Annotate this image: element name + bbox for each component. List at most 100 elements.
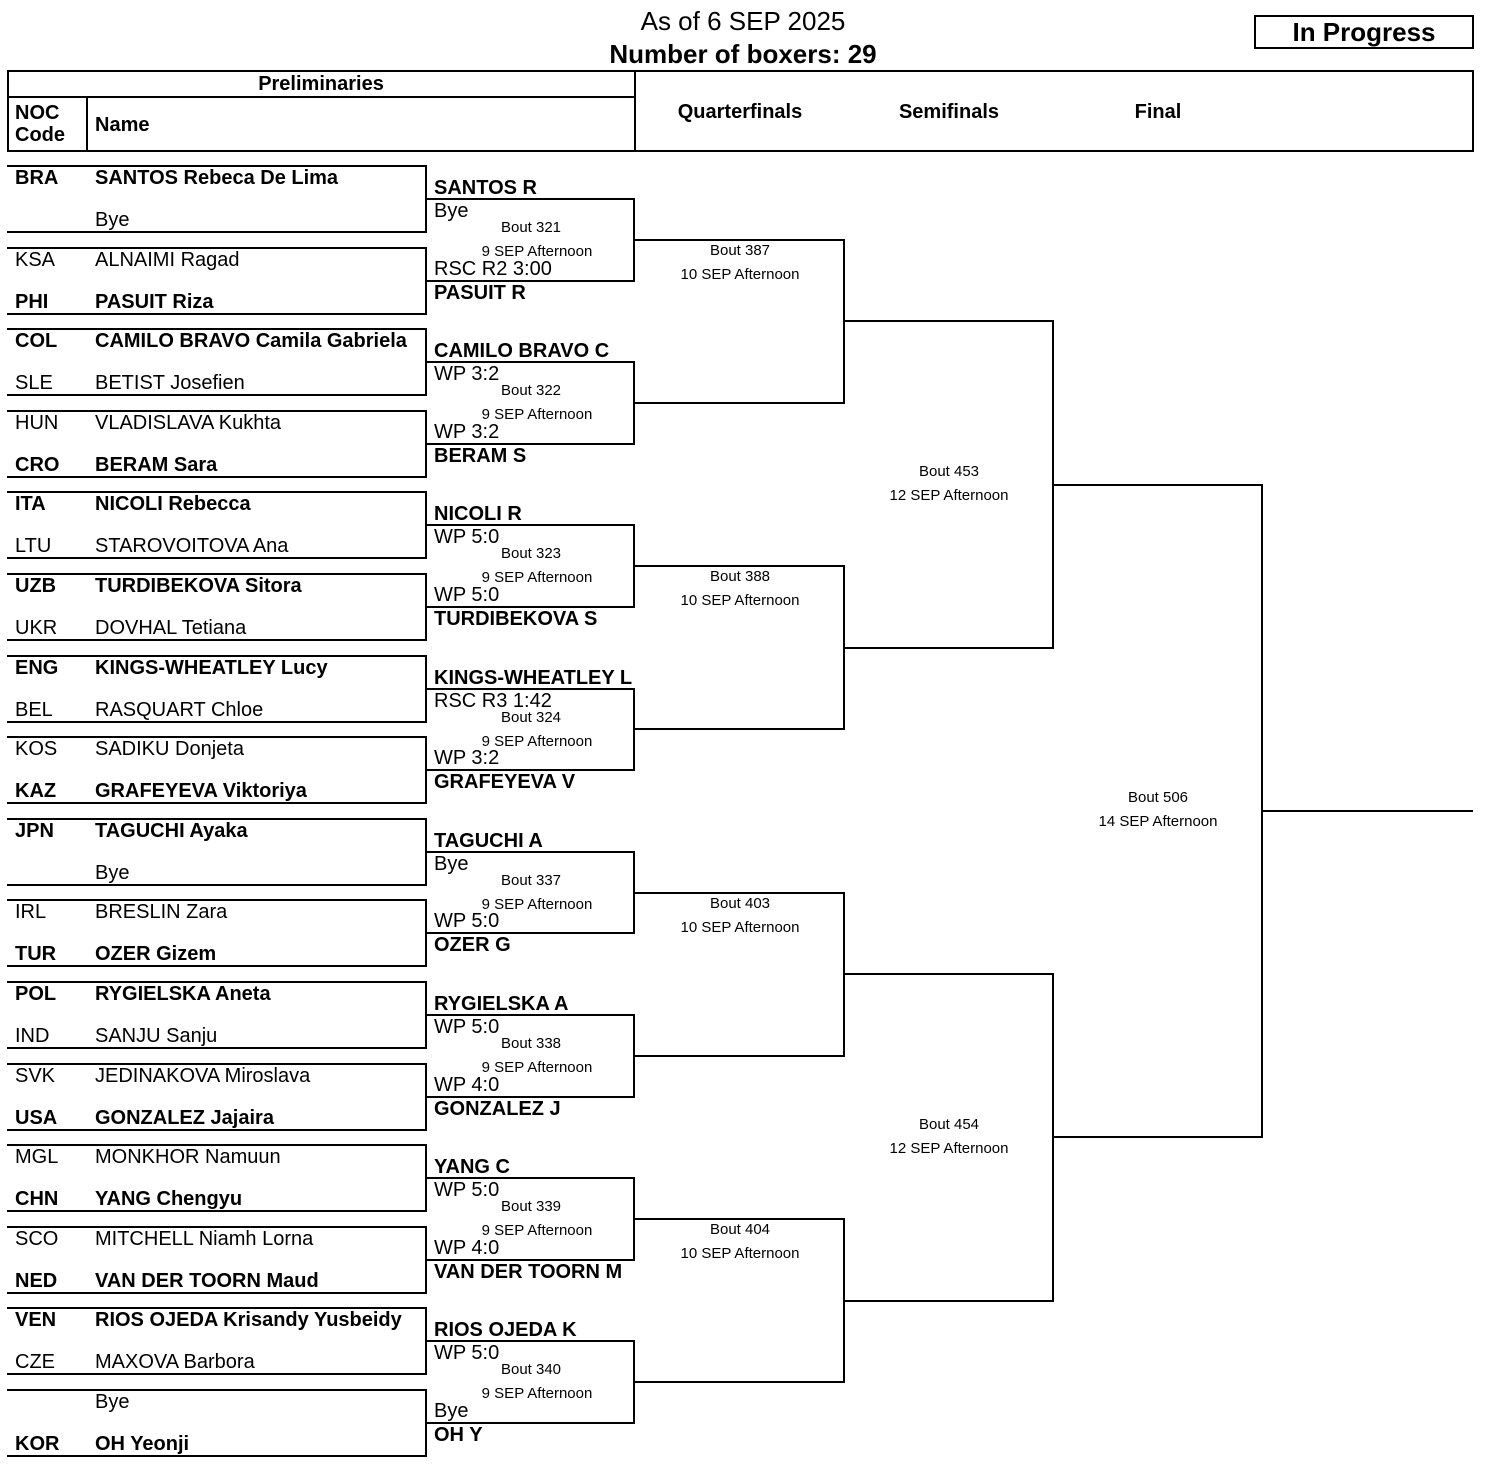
bout-schedule: 9 SEP Afternoon [481,1385,593,1403]
qf-winner-name: PASUIT R [434,281,526,304]
header-noc-divider [86,96,88,152]
boxer-name: VLADISLAVA Kukhta [95,411,282,434]
f-bottom-line [844,1300,1054,1302]
sf-bottom-line [634,402,845,404]
noc-code: USA [15,1106,58,1129]
boxer-name: Bye [95,1391,130,1413]
boxer-name: MONKHOR Namuun [95,1146,281,1169]
pair-bottom-line [7,1373,427,1376]
pair-top-line [7,165,427,167]
noc-code: IND [15,1025,50,1047]
qf-winner-name: OH Y [434,1424,483,1446]
noc-code: CRO [15,453,60,476]
qf-winner-result: WP 5:0 [434,526,500,549]
pair-top-line [7,1307,427,1310]
bout-number: Bout 338 [500,1035,562,1052]
noc-code: CHN [15,1188,59,1211]
qf-winner-name: CAMILO BRAVO C [434,340,610,363]
qf-winner-result: WP 5:0 [434,1342,500,1365]
noc-code: SCO [15,1227,59,1250]
header-subdivider [7,96,636,98]
qf-winner-name: GONZALEZ J [434,1097,561,1120]
sf-connector [843,240,845,404]
bout-number: Bout 340 [500,1361,562,1379]
qf-winner-result: WP 5:0 [434,1179,500,1202]
noc-code: SLE [15,372,53,395]
pair-bottom-line [7,965,427,968]
boxer-name: BRESLIN Zara [95,901,228,924]
noc-code: VEN [15,1309,57,1332]
boxer-name: OZER Gizem [95,943,217,966]
bout-number: Bout 322 [500,382,562,400]
qf-winner-result: RSC R3 1:42 [434,689,552,712]
qf-bottom-line [426,279,635,282]
qf-bottom-line [426,932,635,935]
qf-winner-result: WP 3:2 [434,747,500,770]
qf-winner-result: WP 3:2 [434,363,500,386]
bout-number: Bout 388 [709,567,771,585]
qf-winner-result: WP 5:0 [434,584,500,606]
bout-schedule: 12 SEP Afternoon [889,1140,1009,1157]
qf-winner-result: WP 4:0 [434,1073,500,1096]
f-connector [1052,974,1054,1302]
noc-code: IRL [15,901,47,924]
boxer-name: GRAFEYEVA Viktoriya [95,780,307,803]
bout-number: Bout 453 [918,463,980,480]
noc-code: ENG [15,656,59,679]
bout-schedule: 10 SEP Afternoon [680,918,800,936]
noc-code: PHI [15,290,49,313]
noc-code: NED [15,1269,58,1292]
qf-top-line [426,524,635,527]
bout-schedule: 14 SEP Afternoon [1098,813,1218,830]
boxer-name: NICOLI Rebecca [95,493,251,516]
qf-winner-result: Bye [434,200,469,222]
bout-schedule: 9 SEP Afternoon [481,1222,593,1240]
qf-winner-name: YANG C [434,1156,510,1179]
bout-schedule: 9 SEP Afternoon [481,569,593,587]
champion-line [1262,810,1473,812]
boxer-name: OH Yeonji [95,1433,190,1455]
noc-code: KSA [15,248,56,271]
qf-top-line [426,1177,635,1180]
sf-bottom-line [634,1055,845,1057]
bout-number: Bout 339 [500,1198,562,1216]
noc-code: BEL [15,698,53,721]
pair-bottom-line [7,231,427,233]
bout-schedule: 9 SEP Afternoon [481,732,593,750]
pair-bottom-line [7,1047,427,1049]
bout-schedule: 12 SEP Afternoon [889,487,1009,504]
qf-winner-name: BERAM S [434,444,527,467]
bout-number: Bout 323 [500,545,562,563]
bout-number: Bout 321 [500,219,562,236]
noc-code: LTU [15,535,52,558]
qf-winner-name: TAGUCHI A [434,829,543,852]
bout-schedule: 10 SEP Afternoon [680,265,800,283]
qf-winner-result: WP 3:2 [434,420,500,443]
pair-top-line [7,1144,427,1147]
pair-top-line [7,817,427,820]
pair-top-line [7,491,427,494]
final-top-line [1053,484,1263,486]
bout-number: Bout 506 [1127,789,1189,806]
boxer-name: Bye [95,861,130,884]
noc-code: UKR [15,617,58,639]
qf-winner-name: RYGIELSKA A [434,993,569,1015]
boxer-name: MAXOVA Barbora [95,1351,255,1374]
qf-bottom-line [426,442,635,445]
bout-number: Bout 324 [500,708,562,726]
qf-bottom-line [426,769,635,772]
qf-winner-name: OZER G [434,934,511,957]
sf-connector [843,893,845,1057]
qf-winner-name: KINGS-WHEATLEY L [434,666,633,689]
pair-top-line [7,246,427,249]
bout-schedule: 10 SEP Afternoon [680,591,800,609]
boxer-name: ALNAIMI Ragad [95,248,240,271]
boxer-name: BETIST Josefien [95,372,245,395]
header-divider [634,70,636,152]
qf-bottom-line [426,1422,635,1424]
boxer-name: PASUIT Riza [95,290,214,313]
qf-bottom-line [426,606,635,608]
sf-top-line [634,1218,845,1220]
boxer-name: DOVHAL Tetiana [95,617,247,639]
noc-code: KAZ [15,780,57,803]
